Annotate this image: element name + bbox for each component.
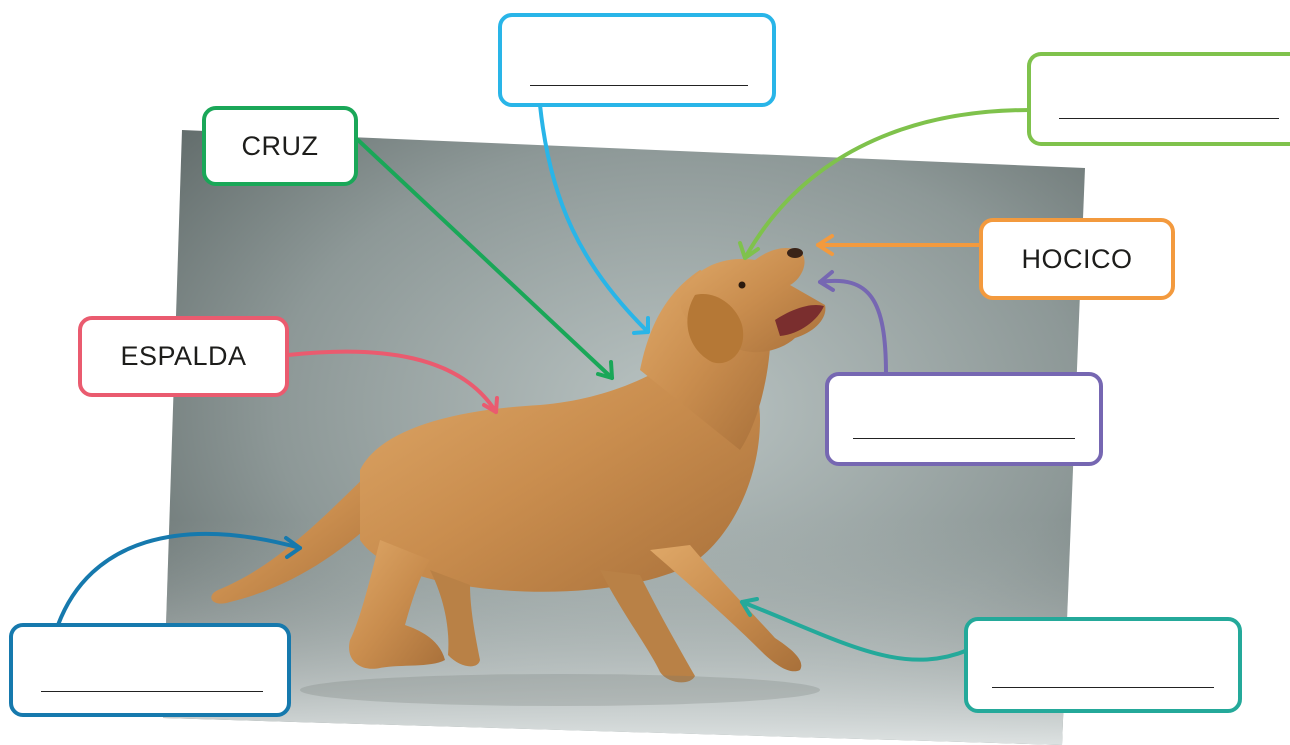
blank-line [992, 687, 1214, 688]
dog-body [360, 343, 760, 592]
arrow-espalda [286, 349, 499, 414]
label-box-jaw [825, 372, 1103, 466]
arrow-cruz [356, 138, 614, 380]
label-box-hocico: HOCICO [979, 218, 1175, 300]
dog-front-leg [650, 545, 802, 672]
label-box-top [498, 13, 776, 107]
label-box-leg [964, 617, 1242, 713]
dog-eye [738, 281, 746, 289]
label-cruz: CRUZ [241, 130, 319, 161]
dog-tail [211, 470, 392, 604]
dog-back-leg-2 [430, 570, 480, 667]
dog-ear [687, 294, 744, 364]
blank-line [853, 438, 1075, 439]
arrow-head [738, 108, 1032, 260]
dog-mouth [775, 304, 824, 336]
label-box-head [1027, 52, 1290, 146]
blank-line [530, 85, 748, 86]
blank-line [1059, 118, 1279, 119]
label-box-espalda: ESPALDA [78, 316, 289, 397]
dog-shadow [300, 674, 820, 706]
arrow-top [538, 103, 650, 335]
blank-line [41, 691, 263, 692]
arrow-jaw [818, 270, 888, 376]
arrows [56, 103, 1032, 662]
arrow-hocico [816, 234, 982, 256]
label-box-cruz: CRUZ [202, 106, 358, 186]
dog-nose [787, 248, 803, 258]
arrow-leg [740, 597, 970, 662]
label-hocico: HOCICO [1021, 243, 1133, 274]
dog-front-leg-2 [600, 570, 695, 683]
arrow-tail [56, 531, 302, 627]
dog-back-leg [349, 540, 445, 669]
dog [211, 248, 826, 706]
label-box-tail [9, 623, 291, 717]
label-espalda: ESPALDA [120, 341, 247, 371]
